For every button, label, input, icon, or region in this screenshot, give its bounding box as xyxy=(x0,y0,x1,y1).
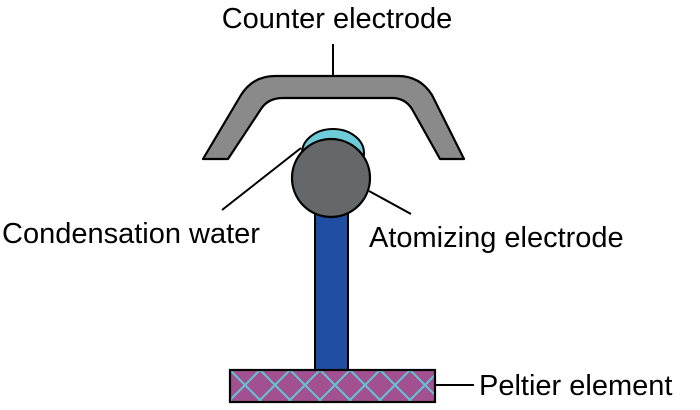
counter-electrode xyxy=(201,74,466,161)
label-atomizing-electrode: Atomizing electrode xyxy=(369,222,624,254)
atomizing-electrode-leader xyxy=(368,190,412,215)
label-peltier-element: Peltier element xyxy=(479,370,672,402)
label-counter-electrode: Counter electrode xyxy=(222,3,453,35)
condensation-water-leader xyxy=(221,147,302,211)
peltier-hatch xyxy=(228,368,437,404)
atomizing-electrode-shaft xyxy=(314,199,349,373)
label-condensation-water: Condensation water xyxy=(2,218,260,250)
atomizing-electrode-tip xyxy=(290,137,372,219)
